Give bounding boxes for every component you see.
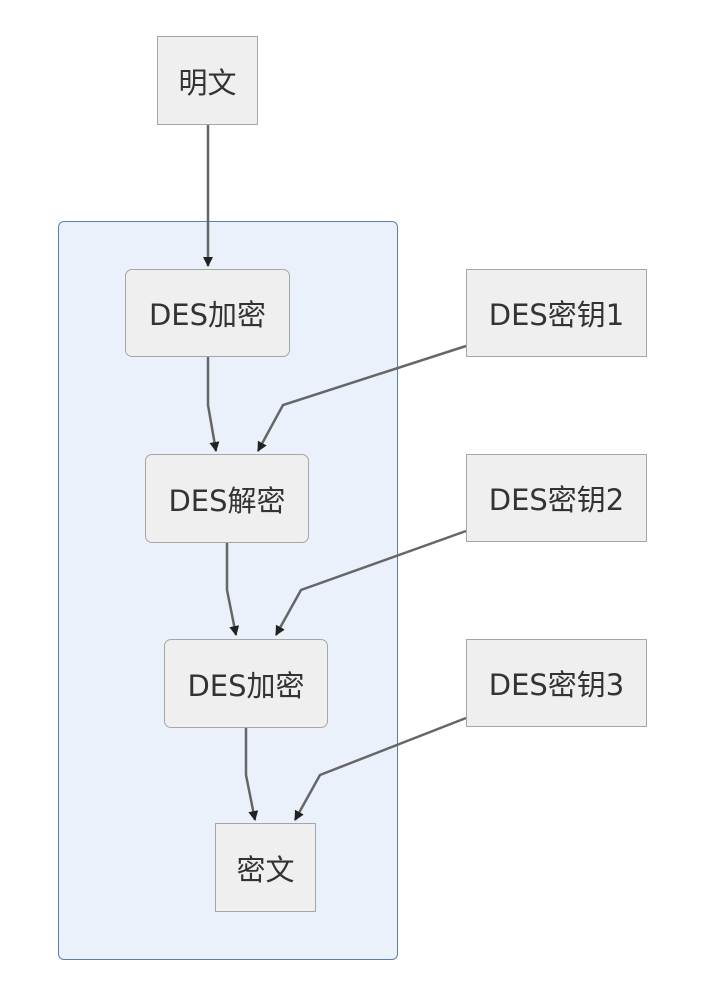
des-encrypt-node-1: DES加密 [125, 269, 290, 357]
ciphertext-node: 密文 [215, 823, 316, 912]
des-decrypt-node: DES解密 [145, 454, 309, 543]
edge-key2-to-encrypt2 [274, 529, 467, 636]
edge-encrypt2-to-ciphertext [244, 728, 259, 821]
edge-key3-to-ciphertext [293, 716, 467, 821]
des-key-2-node: DES密钥2 [466, 454, 647, 542]
edge-encrypt1-to-decrypt [206, 357, 220, 452]
des-key-3-node: DES密钥3 [466, 639, 647, 727]
edge-decrypt-to-encrypt2 [225, 543, 240, 636]
des-encrypt-node-2: DES加密 [164, 639, 328, 728]
edge-key1-to-decrypt [256, 344, 467, 452]
des-key-1-node: DES密钥1 [466, 269, 647, 357]
plaintext-node: 明文 [157, 36, 258, 125]
